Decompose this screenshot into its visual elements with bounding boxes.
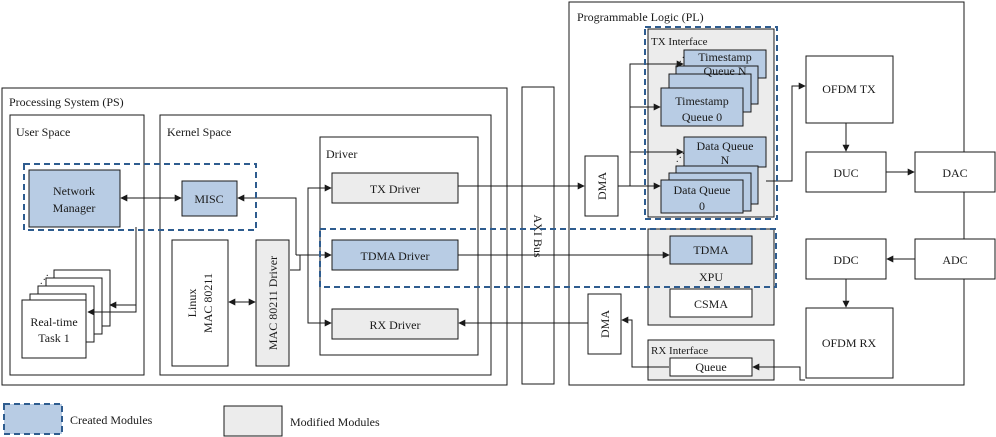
svg-text:.: . (682, 50, 685, 61)
dac-label: DAC (942, 166, 967, 180)
svg-text:.: . (40, 276, 43, 287)
legend-modified-label: Modified Modules (290, 415, 380, 429)
data-queue-n-label-1: Data Queue (697, 139, 754, 153)
rx-dma-label: DMA (598, 310, 612, 338)
legend-created-label: Created Modules (70, 413, 153, 427)
user-space-label: User Space (16, 125, 70, 139)
network-manager-label-1: Network (53, 184, 95, 198)
realtime-task-label-1: Real-time (30, 315, 77, 329)
svg-text:.: . (679, 150, 682, 161)
timestamp-queue-0-label-1: Timestamp (675, 94, 729, 108)
kernel-space-label: Kernel Space (167, 125, 231, 139)
adc-label: ADC (942, 253, 967, 267)
tx-dma-box (584, 155, 619, 217)
rx-driver-box (331, 308, 459, 340)
duc-box (805, 151, 887, 193)
adc-box (914, 238, 996, 280)
network-manager-box (28, 169, 121, 228)
linux-mac80211-label-2: MAC 80211 (201, 273, 215, 333)
mac80211-driver-box (255, 239, 290, 367)
mac80211-driver-label: MAC 80211 Driver (266, 256, 280, 350)
linux-mac80211-label-1: Linux (185, 289, 199, 318)
queue-label: Queue (695, 360, 726, 374)
axi-bus-box (521, 86, 555, 385)
timestamp-queue-n-label-2: Queue N (704, 64, 747, 78)
legend-created-swatch (3, 403, 63, 435)
csma-label: CSMA (694, 297, 728, 311)
svg-text:.: . (46, 268, 49, 279)
ofdm-tx-box (805, 55, 894, 124)
network-manager-label-2: Manager (53, 201, 96, 215)
ddc-label: DDC (833, 253, 858, 267)
tdma-driver-label: TDMA Driver (361, 249, 430, 263)
ddc-box (805, 238, 887, 280)
ofdm-rx-label: OFDM RX (822, 336, 877, 350)
xpu-label: XPU (699, 270, 723, 284)
data-queue-n-label-2: N (721, 153, 730, 167)
axi-bus-label: AXI Bus (531, 214, 545, 257)
realtime-task-stack: . . . (21, 268, 111, 359)
rx-interface-label: RX Interface (651, 345, 708, 357)
misc-box (181, 180, 238, 217)
connectors (87, 60, 915, 381)
misc-label: MISC (194, 192, 223, 206)
legend-modified-swatch (223, 405, 283, 437)
programmable-logic-title: Programmable Logic (PL) (577, 10, 704, 24)
svg-text:.: . (679, 54, 682, 65)
tdma-driver-box (331, 239, 459, 271)
ofdm-tx-label: OFDM TX (822, 82, 876, 96)
rx-driver-label: RX Driver (370, 318, 421, 332)
tx-interface-label: TX Interface (651, 36, 708, 48)
tx-driver-label: TX Driver (370, 182, 420, 196)
timestamp-queue-n-label-1: Timestamp (698, 50, 752, 64)
queue-box (669, 357, 753, 377)
svg-text:.: . (43, 272, 46, 283)
driver-group-label: Driver (326, 147, 357, 161)
tx-dma-label: DMA (595, 172, 609, 200)
tdma-box (669, 235, 753, 265)
dac-box (914, 151, 996, 193)
realtime-task-label-2: Task 1 (38, 331, 70, 345)
rx-dma-box (587, 293, 622, 355)
data-queue-0-label-2: 0 (699, 199, 705, 213)
tx-driver-box (331, 172, 459, 204)
csma-box (669, 288, 753, 318)
created-module-outlines (23, 26, 778, 288)
timestamp-queue-stack: . . . (660, 49, 767, 127)
data-queue-stack: . . . (660, 136, 767, 214)
linux-mac80211-box (171, 239, 229, 367)
timestamp-queue-0-label-2: Queue 0 (682, 110, 722, 124)
data-queue-0-label-1: Data Queue (674, 183, 731, 197)
svg-text:.: . (676, 154, 679, 165)
duc-label: DUC (833, 166, 858, 180)
ofdm-rx-box (805, 307, 894, 379)
tdma-label: TDMA (693, 243, 729, 257)
processing-system-title: Processing System (PS) (9, 95, 124, 109)
